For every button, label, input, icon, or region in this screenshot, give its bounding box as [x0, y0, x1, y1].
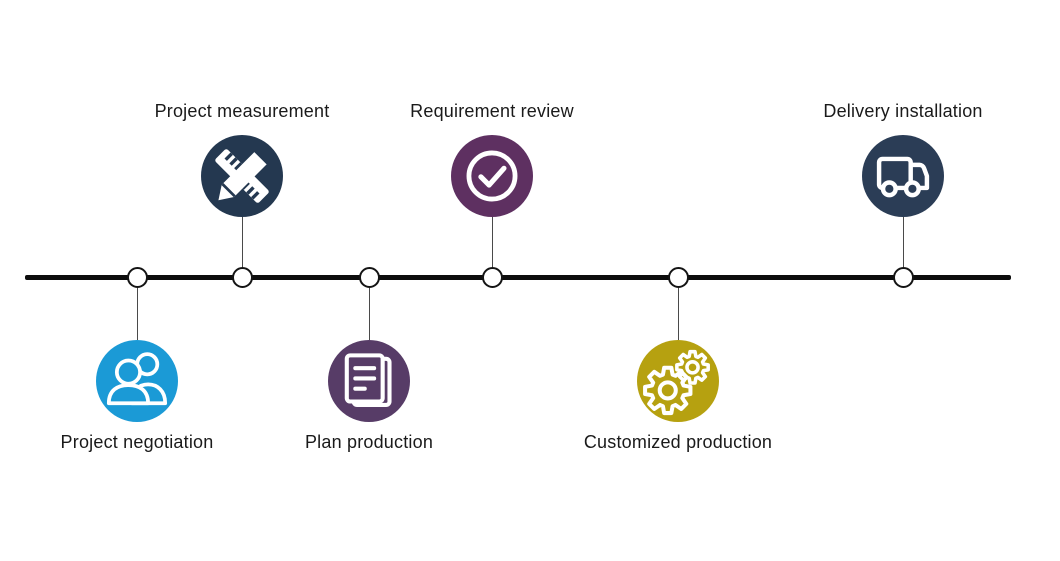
connector-line [677, 288, 679, 340]
step-label: Project measurement [154, 101, 330, 121]
connector-line [241, 216, 243, 268]
check-circle-icon [451, 135, 533, 217]
step-label: Delivery installation [823, 101, 983, 121]
gears-icon [637, 340, 719, 422]
timeline-node [481, 267, 503, 288]
step-label: Requirement review [410, 101, 574, 121]
document-icon [328, 340, 410, 422]
step-label: Plan production [304, 432, 434, 452]
connector-line [491, 216, 493, 268]
step-label: Project negotiation [60, 432, 214, 452]
timeline-node [667, 267, 689, 288]
connector-line [136, 288, 138, 340]
step-label: Customized production [583, 432, 773, 452]
ruler-pencil-icon [201, 135, 283, 217]
connector-line [902, 216, 904, 268]
timeline-node [126, 267, 148, 288]
timeline-axis [25, 275, 1011, 280]
timeline-node [892, 267, 914, 288]
timeline-node [231, 267, 253, 288]
truck-icon [862, 135, 944, 217]
people-icon [96, 340, 178, 422]
connector-line [368, 288, 370, 340]
timeline-node [358, 267, 380, 288]
